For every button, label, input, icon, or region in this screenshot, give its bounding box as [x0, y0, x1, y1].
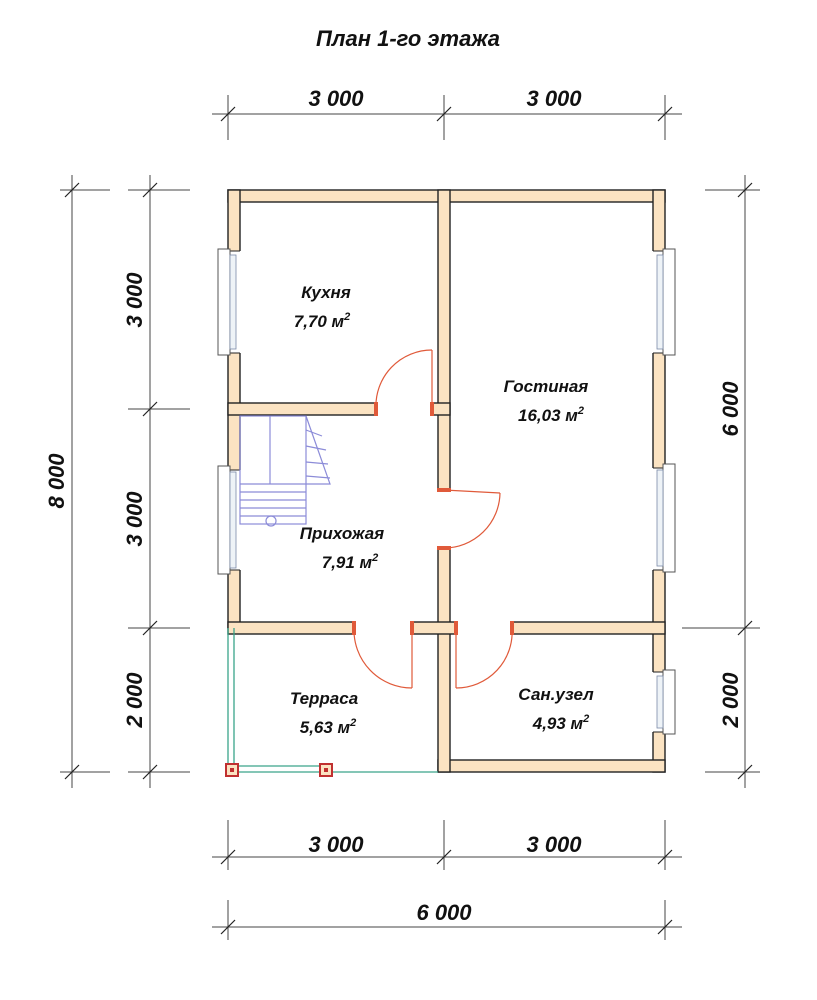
room-name-terrace: Терраса [290, 689, 358, 708]
room-area-kitchen: 7,70 м [294, 312, 345, 331]
dimension-left-total: 8 000 [44, 175, 110, 788]
room-area-bathroom: 4,93 м [532, 714, 584, 733]
room-area-terrace: 5,63 м [300, 718, 351, 737]
room-living: Гостиная 16,03 м2 [504, 377, 589, 425]
dimension-bottom: 3 000 3 000 6 000 [212, 820, 682, 940]
dim-top-left: 3 000 [308, 86, 364, 111]
dim-right-bottom: 2 000 [718, 672, 743, 729]
room-area-unit-sup: 2 [349, 717, 356, 729]
dim-left-top: 3 000 [122, 272, 147, 328]
room-area-unit-sup: 2 [343, 311, 350, 323]
svg-text:7,91 м2: 7,91 м2 [322, 552, 379, 572]
room-area-unit-sup: 2 [582, 713, 589, 725]
dim-right-top: 6 000 [718, 381, 743, 437]
svg-text:5,63 м2: 5,63 м2 [300, 717, 357, 737]
dimension-left-segments: 3 000 3 000 2 000 [122, 175, 190, 788]
room-name-hall: Прихожая [300, 524, 384, 543]
svg-text:16,03 м2: 16,03 м2 [518, 405, 584, 425]
doors [352, 349, 514, 689]
room-area-unit-sup: 2 [577, 405, 584, 417]
room-bathroom: Сан.узел 4,93 м2 [518, 685, 594, 733]
room-area-unit-sup: 2 [371, 552, 378, 564]
walls [226, 189, 667, 773]
plan-title: План 1-го этажа [316, 26, 500, 51]
room-terrace: Терраса 5,63 м2 [290, 689, 358, 737]
dimension-right: 6 000 2 000 [682, 175, 760, 788]
dim-left-bottom: 2 000 [122, 672, 147, 729]
room-kitchen: Кухня 7,70 м2 [294, 283, 351, 331]
windows [217, 248, 676, 735]
room-area-hall: 7,91 м [322, 553, 373, 572]
room-name-kitchen: Кухня [301, 283, 351, 302]
dim-left-middle: 3 000 [122, 491, 147, 547]
dim-left-total: 8 000 [44, 453, 69, 509]
room-area-living: 16,03 м [518, 406, 578, 425]
room-hall: Прихожая 7,91 м2 [300, 524, 384, 572]
svg-text:4,93 м2: 4,93 м2 [532, 713, 590, 733]
room-name-living: Гостиная [504, 377, 589, 396]
svg-text:7,70 м2: 7,70 м2 [294, 311, 351, 331]
dim-bottom-total: 6 000 [416, 900, 472, 925]
dim-top-right: 3 000 [526, 86, 582, 111]
terrace-railing [225, 628, 438, 777]
room-name-bathroom: Сан.узел [518, 685, 594, 704]
dim-bottom-right: 3 000 [526, 832, 582, 857]
stairs [239, 415, 331, 527]
dim-bottom-left: 3 000 [308, 832, 364, 857]
dimension-top: 3 000 3 000 [212, 86, 682, 140]
